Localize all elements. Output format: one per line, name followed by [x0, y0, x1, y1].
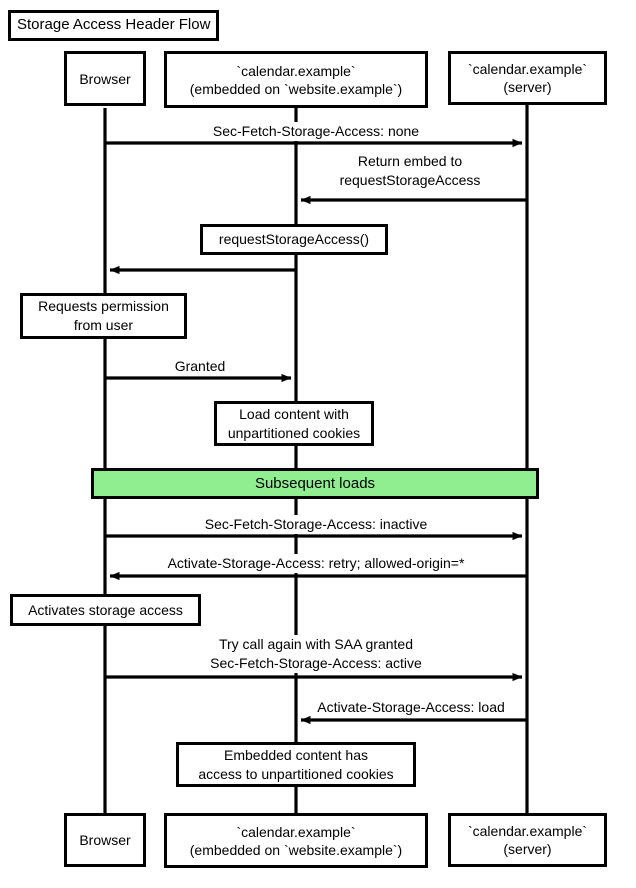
message-label-7: Try call again with SAA granted Sec-Fetc… [208, 635, 424, 673]
participant-browser-top[interactable]: Browser [64, 51, 146, 106]
participant-embed-top[interactable]: `calendar.example` (embedded on `website… [164, 51, 428, 108]
participant-server-top[interactable]: `calendar.example` (server) [448, 51, 607, 105]
participant-server-bottom[interactable]: `calendar.example` (server) [448, 813, 607, 867]
participant-server-label-bottom: `calendar.example` (server) [467, 823, 588, 857]
diagram-title: Storage Access Header Flow [8, 10, 220, 41]
message-label-1: Sec-Fetch-Storage-Access: none [210, 122, 422, 141]
participant-embed-label: `calendar.example` (embedded on `website… [189, 62, 403, 97]
note-request-storage-access: requestStorageAccess() [200, 224, 388, 255]
message-label-2: Return embed to requestStorageAccess [337, 152, 483, 190]
participant-browser-bottom[interactable]: Browser [64, 813, 146, 867]
section-subsequent-loads: Subsequent loads [91, 468, 539, 499]
note-load-content: Load content with unpartitioned cookies [214, 401, 374, 446]
note-embedded-content-access: Embedded content has access to unpartiti… [176, 742, 416, 787]
message-label-5: Sec-Fetch-Storage-Access: inactive [202, 515, 430, 534]
participant-embed-label-bottom: `calendar.example` (embedded on `website… [189, 823, 403, 858]
message-label-6: Activate-Storage-Access: retry; allowed-… [165, 554, 467, 573]
participant-browser-label-bottom: Browser [79, 832, 131, 848]
message-label-4: Granted [172, 357, 228, 376]
message-label-8: Activate-Storage-Access: load [315, 698, 507, 717]
participant-browser-label: Browser [79, 70, 131, 87]
note-activates-storage-access: Activates storage access [10, 594, 201, 626]
note-requests-permission: Requests permission from user [20, 293, 187, 339]
participant-server-label: `calendar.example` (server) [467, 61, 588, 95]
participant-embed-bottom[interactable]: `calendar.example` (embedded on `website… [164, 813, 428, 868]
section-subsequent-loads-label: Subsequent loads [254, 474, 376, 492]
